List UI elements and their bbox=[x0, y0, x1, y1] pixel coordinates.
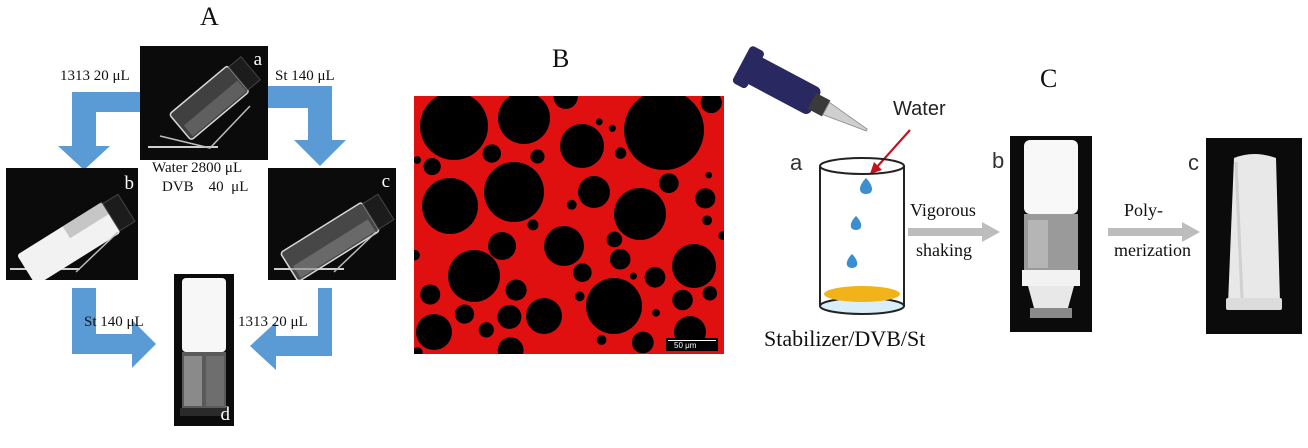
panel-c-title: C bbox=[1040, 64, 1058, 93]
foam-bubble bbox=[498, 96, 550, 144]
foam-bubble bbox=[659, 173, 679, 194]
foam-bubble bbox=[578, 176, 610, 208]
foam-bubble bbox=[526, 298, 562, 334]
arrow-c-to-d bbox=[250, 288, 332, 370]
foam-bubble bbox=[608, 124, 616, 132]
arrow-label-st-top: St 140 μL bbox=[275, 68, 335, 84]
foam-bubbles bbox=[414, 96, 724, 354]
pipette-icon bbox=[732, 46, 868, 132]
foam-bubble bbox=[631, 331, 654, 354]
foam-bubble bbox=[416, 314, 452, 350]
water-volume-label: Water 2800 μL bbox=[152, 160, 243, 176]
vial-a-photo: a bbox=[140, 46, 268, 160]
poly-label-line1: Poly- bbox=[1124, 200, 1164, 220]
vial-b-photo: b bbox=[6, 168, 138, 280]
foam-bubble bbox=[484, 162, 544, 222]
foam-bubble bbox=[624, 96, 704, 170]
foam-bubble bbox=[700, 96, 722, 114]
foam-bubble bbox=[614, 147, 627, 159]
panel-b-title: B bbox=[552, 44, 570, 73]
vial-c-photo: c bbox=[268, 168, 396, 280]
arrow-label-1313-top: 1313 20 μL bbox=[60, 68, 130, 84]
foam-bubble bbox=[695, 188, 716, 209]
foam-bubble bbox=[652, 308, 660, 317]
foam-bubble bbox=[488, 232, 516, 260]
droplet-1 bbox=[860, 178, 872, 194]
vial-c-letter: c bbox=[381, 171, 390, 192]
step-b-letter-outside: b bbox=[992, 148, 1005, 173]
foam-bubble bbox=[420, 284, 441, 305]
foam-bubble bbox=[702, 286, 718, 301]
step-c-letter: c bbox=[1188, 150, 1199, 175]
shake-label-line2: shaking bbox=[916, 240, 972, 260]
vial-d-photo: d bbox=[174, 274, 234, 426]
foam-bubble bbox=[574, 291, 585, 302]
poly-arrow bbox=[1108, 222, 1200, 242]
foam-bubble bbox=[414, 156, 422, 164]
panel-a-title: A bbox=[200, 2, 219, 31]
vial-a-letter: a bbox=[253, 49, 262, 70]
foam-bubble bbox=[702, 215, 713, 226]
scale-bar-label: 50 μm bbox=[674, 341, 697, 350]
foam-bubble bbox=[505, 279, 527, 301]
foam-bubble bbox=[527, 219, 539, 231]
foam-bubble bbox=[595, 118, 603, 126]
foam-bubble bbox=[530, 149, 545, 164]
foam-bubble bbox=[553, 96, 578, 109]
stabilizer-label: Stabilizer/DVB/St bbox=[764, 326, 926, 351]
foam-bubble bbox=[644, 266, 666, 288]
monolith-photo bbox=[1206, 138, 1302, 334]
foam-bubble bbox=[672, 244, 716, 288]
foam-bubble bbox=[448, 250, 500, 302]
foam-bubble bbox=[718, 231, 724, 240]
foam-bubble bbox=[572, 263, 592, 282]
arrow-a-to-b bbox=[58, 92, 140, 170]
arrow-b-to-d bbox=[72, 288, 156, 368]
droplet-3 bbox=[846, 254, 858, 268]
arrow-label-st-bottom: St 140 μL bbox=[84, 314, 144, 330]
foam-bubble bbox=[497, 337, 524, 354]
dvb-volume-label: DVB 40 μL bbox=[162, 179, 249, 195]
foam-bubble bbox=[606, 231, 623, 248]
foam-bubble bbox=[454, 304, 475, 324]
foam-bubble bbox=[560, 124, 604, 168]
vial-b-letter: b bbox=[124, 173, 135, 194]
scale-bar-line bbox=[668, 340, 716, 341]
foam-bubble bbox=[482, 144, 501, 163]
foam-bubble bbox=[422, 178, 478, 234]
shake-label-line1: Vigorous bbox=[910, 200, 976, 220]
foam-bubble bbox=[672, 289, 693, 311]
flow-arrows bbox=[58, 86, 346, 370]
arrow-a-to-c bbox=[268, 86, 346, 166]
foam-bubble bbox=[414, 249, 420, 261]
foam-bubble bbox=[596, 335, 607, 345]
foam-bubble bbox=[544, 226, 584, 266]
foam-bubble bbox=[629, 272, 637, 280]
foam-bubble bbox=[586, 278, 642, 334]
water-label: Water bbox=[893, 98, 946, 120]
arrow-label-1313-bottom: 1313 20 μL bbox=[238, 314, 308, 330]
foam-bubble bbox=[609, 248, 631, 270]
micrograph: 50 μm bbox=[414, 96, 724, 354]
droplet-2 bbox=[850, 216, 862, 230]
poly-label-line2: merization bbox=[1114, 240, 1191, 260]
foam-bubble bbox=[423, 157, 441, 176]
foam-bubble bbox=[566, 199, 577, 210]
foam-bubble bbox=[497, 304, 522, 329]
foam-bubble bbox=[614, 188, 666, 240]
shake-arrow bbox=[908, 222, 1000, 242]
foam-bubble bbox=[420, 96, 488, 160]
vial-d-letter: d bbox=[220, 404, 231, 425]
foam-vial-photo: b bbox=[1010, 136, 1092, 332]
foam-bubble bbox=[414, 347, 423, 354]
foam-bubble bbox=[478, 322, 494, 338]
scale-bar: 50 μm bbox=[666, 338, 718, 351]
step-a-letter: a bbox=[790, 150, 803, 175]
test-tube-diagram bbox=[819, 129, 911, 315]
water-arrow bbox=[875, 129, 911, 169]
foam-bubble bbox=[705, 171, 713, 179]
